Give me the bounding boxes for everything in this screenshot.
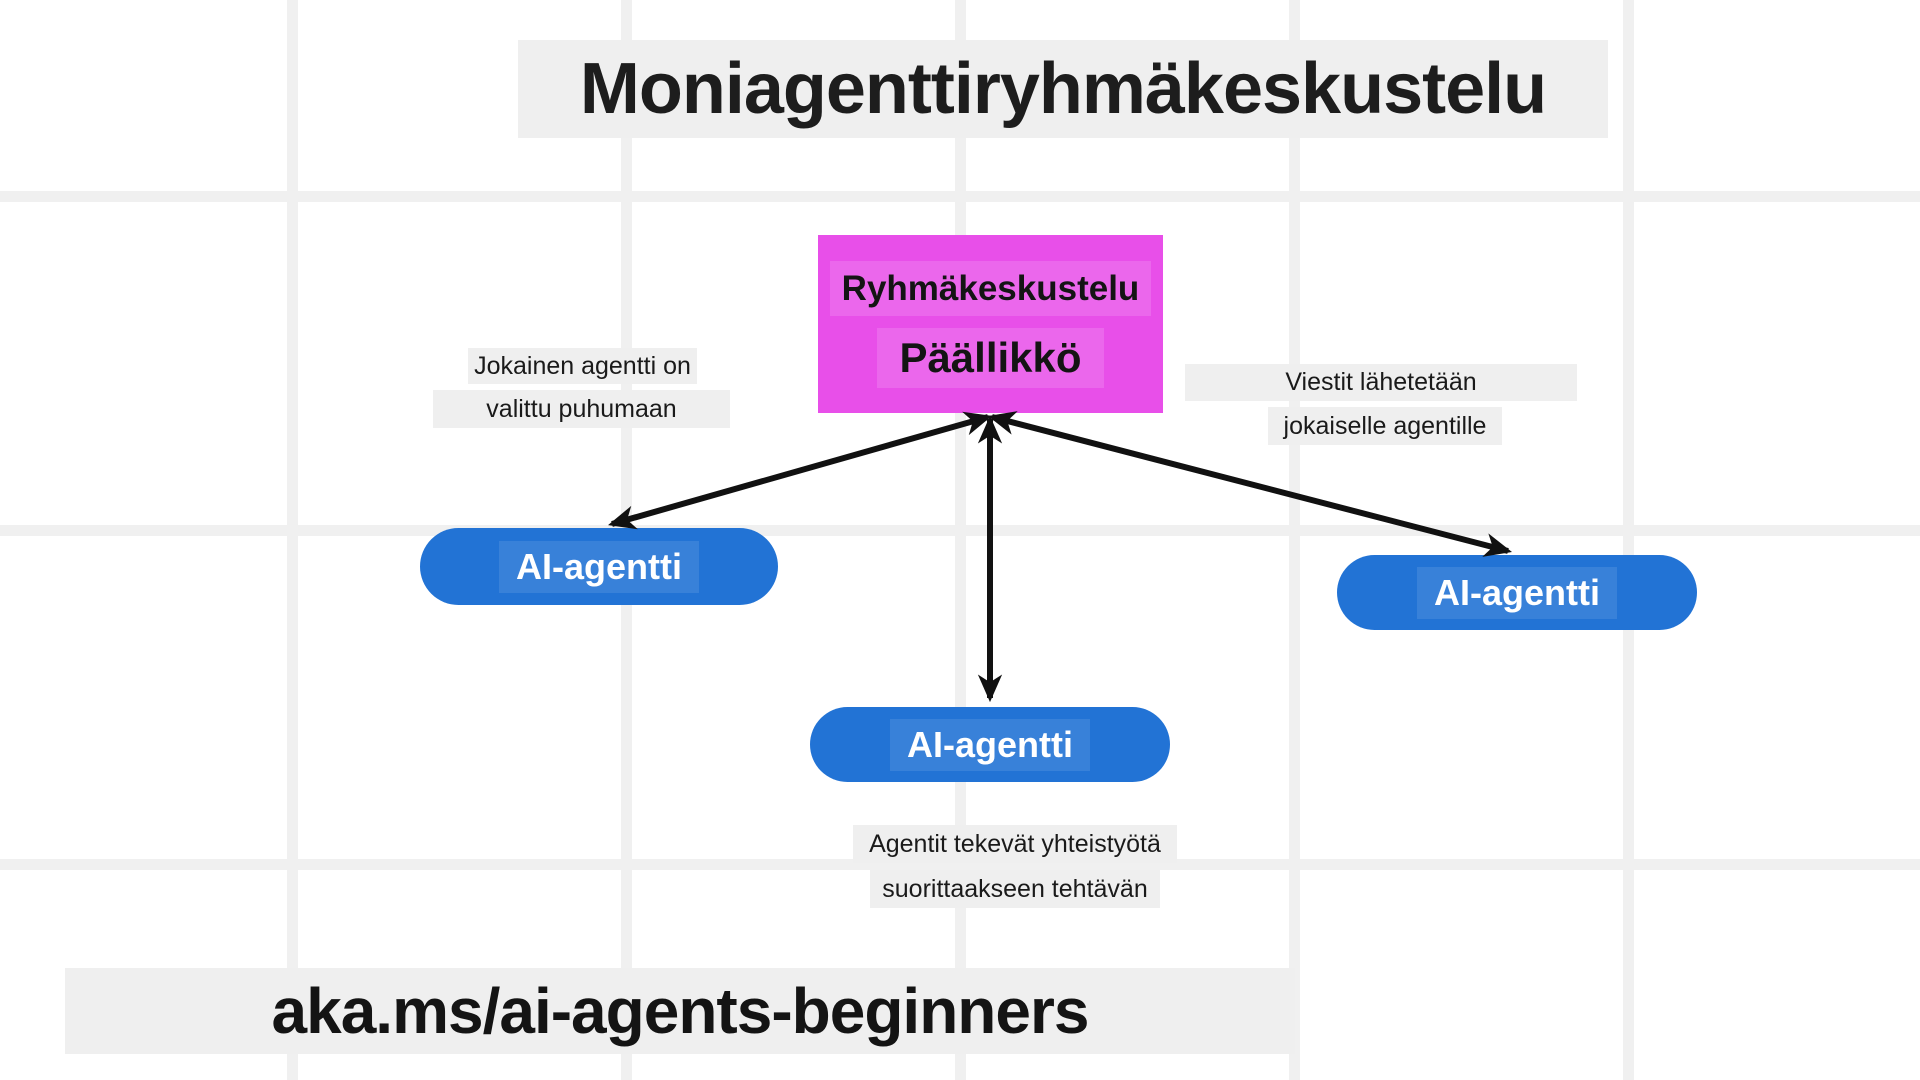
note-bottom-line1: Agentit tekevät yhteistyötä <box>853 825 1177 863</box>
note-right-line2: jokaiselle agentille <box>1268 407 1502 445</box>
ai-agent-node-middle: AI-agentti <box>810 707 1170 782</box>
page-title: Moniagenttiryhmäkeskustelu <box>579 49 1547 129</box>
footer-link-text: aka.ms/ai-agents-beginners <box>271 975 1090 1047</box>
manager-node-subtitle: Ryhmäkeskustelu <box>829 260 1152 316</box>
ai-agent-node-left-label: AI-agentti <box>499 540 699 593</box>
ai-agent-node-left: AI-agentti <box>420 528 778 605</box>
ai-agent-node-middle-label: AI-agentti <box>890 718 1090 771</box>
footer-link-bar: aka.ms/ai-agents-beginners <box>65 968 1295 1054</box>
ai-agent-node-right-label: AI-agentti <box>1417 566 1617 619</box>
title-bar: Moniagenttiryhmäkeskustelu <box>518 40 1608 138</box>
note-right-line1: Viestit lähetetään <box>1185 364 1577 401</box>
note-left-line1: Jokainen agentti on <box>468 348 697 384</box>
group-chat-manager-node: Ryhmäkeskustelu Päällikkö <box>818 235 1163 413</box>
manager-node-title: Päällikkö <box>877 327 1104 388</box>
note-left-line2: valittu puhumaan <box>433 390 730 428</box>
arrow-manager-to-left-agent <box>608 411 992 530</box>
ai-agent-node-right: AI-agentti <box>1337 555 1697 630</box>
note-bottom-line2: suorittaakseen tehtävän <box>870 870 1160 908</box>
